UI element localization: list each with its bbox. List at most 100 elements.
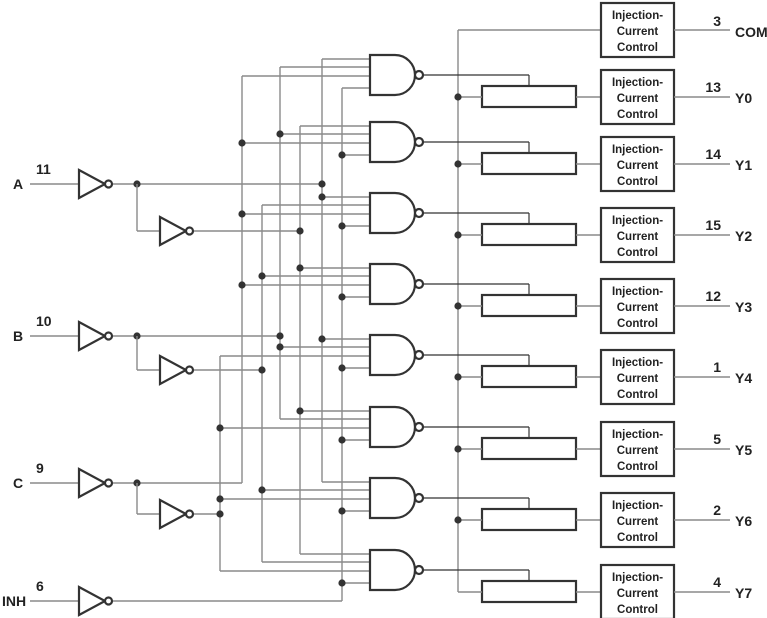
- nand-gate: [368, 548, 425, 592]
- junction-dot: [454, 516, 462, 524]
- pin-number: 14: [705, 146, 721, 162]
- output-label: Y5: [735, 442, 752, 458]
- complement-inverter: [158, 498, 195, 530]
- inverter-triangle: [77, 320, 108, 352]
- pin-number: 3: [713, 13, 721, 29]
- pin-number: 5: [713, 431, 721, 447]
- output-label: Y3: [735, 299, 752, 315]
- pin-number: 11: [36, 161, 51, 177]
- complement-inverter: [158, 354, 195, 386]
- junction-dot: [258, 486, 266, 494]
- inverter-triangle: [77, 168, 108, 200]
- injection-current-control-box: [599, 491, 676, 549]
- injection-current-control-box: [599, 206, 676, 264]
- inverter-bubble: [103, 179, 114, 189]
- analog-switch: [480, 84, 578, 109]
- analog-switch: [480, 293, 578, 318]
- input-label: B: [13, 328, 23, 344]
- control-box-text: Control: [617, 389, 658, 401]
- nand-gate: [368, 53, 425, 97]
- junction-dot: [338, 151, 346, 159]
- nand-gate-body: [368, 262, 417, 306]
- pin-number: 13: [705, 79, 721, 95]
- output-label: Y0: [735, 90, 752, 106]
- pin-number: 9: [36, 460, 44, 476]
- junction-dot: [238, 210, 246, 218]
- nand-gate-body: [368, 333, 417, 377]
- nand-gate: [368, 262, 425, 306]
- injection-current-control-box: [599, 68, 676, 126]
- control-box-text: Control: [617, 318, 658, 330]
- inverter-triangle: [158, 215, 189, 247]
- input-label: INH: [2, 593, 26, 609]
- injection-current-control-box: [599, 1, 676, 59]
- analog-switch: [480, 364, 578, 389]
- control-box-text: Current: [617, 26, 659, 38]
- inverter-triangle: [77, 467, 108, 499]
- input-inverter: [77, 585, 114, 617]
- inverter-bubble: [184, 509, 195, 519]
- pin-number: 1: [713, 359, 721, 375]
- output-label: Y6: [735, 513, 752, 529]
- control-box-text: Injection-: [612, 572, 663, 584]
- junction-dot: [338, 293, 346, 301]
- inverter-bubble: [103, 596, 114, 606]
- nand-gate: [368, 191, 425, 235]
- nand-gate-bubble: [413, 69, 425, 81]
- nand-gate-bubble: [413, 349, 425, 361]
- junction-dot: [276, 332, 284, 340]
- nand-gate-body: [368, 476, 417, 520]
- junction-dot: [296, 227, 304, 235]
- control-box-text: Injection-: [612, 10, 663, 22]
- inverter-triangle: [77, 585, 108, 617]
- pin-number: 2: [713, 502, 721, 518]
- junction-dot: [454, 445, 462, 453]
- inverter-bubble: [184, 226, 195, 236]
- control-box-text: Injection-: [612, 357, 663, 369]
- nand-gate-bubble: [413, 136, 425, 148]
- junction-dot: [258, 272, 266, 280]
- nand-gate: [368, 120, 425, 164]
- analog-switch: [480, 579, 578, 604]
- junction-dot: [454, 373, 462, 381]
- inverter-bubble: [184, 365, 195, 375]
- nand-gate-body: [368, 53, 417, 97]
- control-box-text: Injection-: [612, 429, 663, 441]
- nand-gate: [368, 333, 425, 377]
- nand-gate-bubble: [413, 278, 425, 290]
- control-box-text: Control: [617, 604, 658, 616]
- injection-current-control-box: [599, 277, 676, 335]
- input-label: A: [13, 176, 23, 192]
- analog-switch: [480, 151, 578, 176]
- junction-dot: [338, 436, 346, 444]
- nand-gate-body: [368, 120, 417, 164]
- nand-gate-bubble: [413, 564, 425, 576]
- junction-dot: [258, 366, 266, 374]
- nand-gate-body: [368, 548, 417, 592]
- junction-dot: [318, 180, 326, 188]
- junction-dot: [216, 510, 224, 518]
- output-label: Y2: [735, 228, 752, 244]
- output-label: Y7: [735, 585, 752, 601]
- inverter-triangle: [158, 498, 189, 530]
- output-label: Y4: [735, 370, 752, 386]
- input-inverter: [77, 168, 114, 200]
- pin-number: 4: [713, 574, 721, 590]
- input-inverter: [77, 320, 114, 352]
- pin-number: 6: [36, 578, 44, 594]
- injection-current-control-box: [599, 348, 676, 406]
- analog-switch: [480, 507, 578, 532]
- injection-current-control-box: [599, 135, 676, 193]
- analog-switch: [480, 436, 578, 461]
- control-box-text: Injection-: [612, 215, 663, 227]
- junction-dot: [454, 93, 462, 101]
- control-box-text: Current: [617, 373, 659, 385]
